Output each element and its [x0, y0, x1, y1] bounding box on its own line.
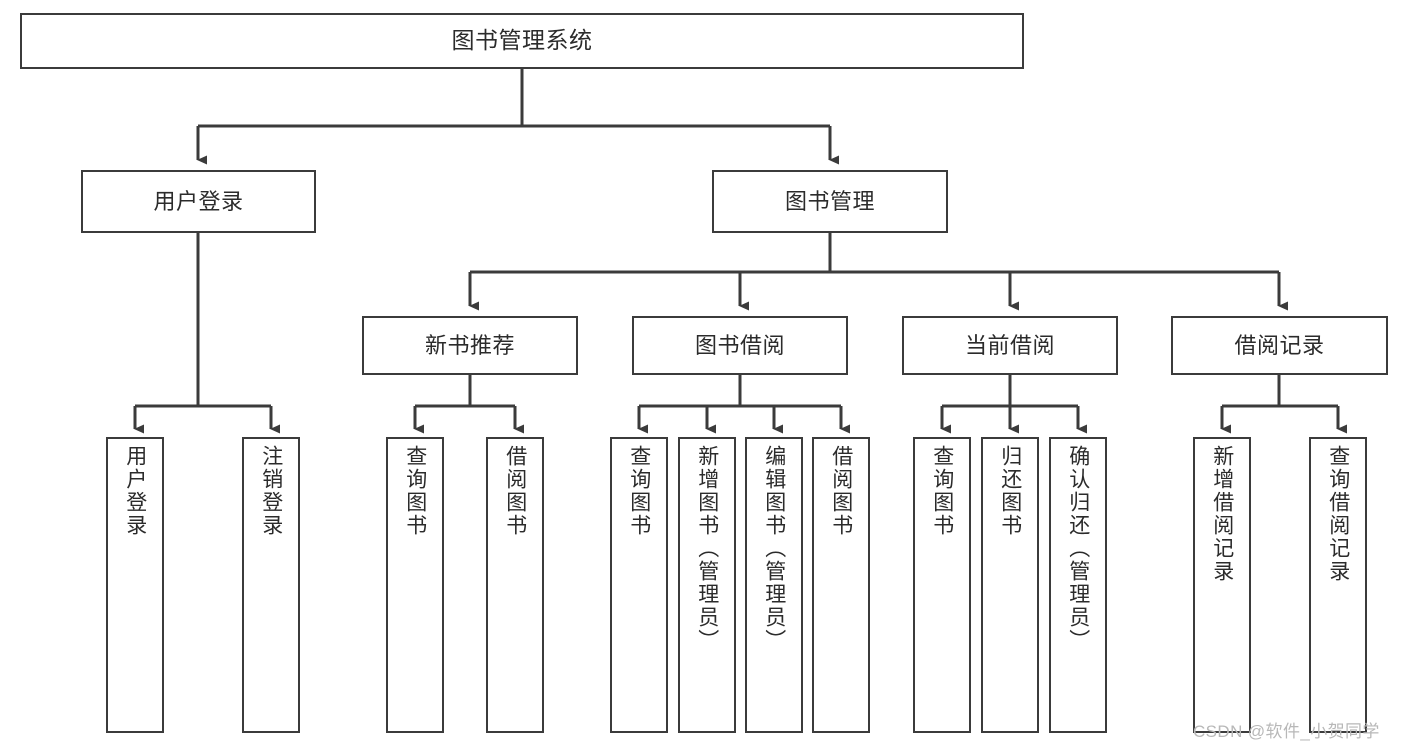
leaf-query-book-current[interactable]: 查询图书	[913, 437, 971, 733]
node-book-borrow[interactable]: 图书借阅	[632, 316, 848, 375]
leaf-borrow-book-newbook[interactable]: 借阅图书	[486, 437, 544, 733]
node-label: 新书推荐	[424, 332, 515, 358]
csdn-watermark: CSDN @软件_小贺同学	[1193, 722, 1380, 741]
node-label: 编辑图书（管理员）	[762, 445, 786, 652]
node-label: 借阅记录	[1234, 332, 1325, 358]
leaf-confirm-return-admin[interactable]: 确认归还（管理员）	[1049, 437, 1107, 733]
leaf-logout-login[interactable]: 注销登录	[242, 437, 300, 733]
node-label: 图书借阅	[694, 332, 785, 358]
node-label: 当前借阅	[964, 332, 1055, 358]
leaf-user-login[interactable]: 用户登录	[106, 437, 164, 733]
node-label: 用户登录	[123, 445, 147, 537]
node-label: 查询借阅记录	[1326, 445, 1350, 583]
node-label: 新增借阅记录	[1210, 445, 1234, 583]
node-label: 图书管理	[784, 188, 875, 214]
leaf-edit-book-admin[interactable]: 编辑图书（管理员）	[745, 437, 803, 733]
leaf-query-borrow-record[interactable]: 查询借阅记录	[1309, 437, 1367, 733]
node-label: 归还图书	[998, 445, 1022, 537]
node-label: 用户登录	[153, 188, 244, 214]
leaf-add-book-admin[interactable]: 新增图书（管理员）	[678, 437, 736, 733]
node-label: 确认归还（管理员）	[1066, 445, 1090, 652]
leaf-query-book-borrow[interactable]: 查询图书	[610, 437, 668, 733]
node-current-borrow[interactable]: 当前借阅	[902, 316, 1118, 375]
node-user-login[interactable]: 用户登录	[81, 170, 316, 233]
node-book-management[interactable]: 图书管理	[712, 170, 948, 233]
node-label: 图书管理系统	[451, 27, 593, 54]
node-label: 借阅图书	[829, 445, 853, 537]
node-label: 查询图书	[930, 445, 954, 537]
node-label: 查询图书	[403, 445, 427, 537]
node-label: 新增图书（管理员）	[695, 445, 719, 652]
leaf-borrow-book-borrow[interactable]: 借阅图书	[812, 437, 870, 733]
node-root-book-management-system[interactable]: 图书管理系统	[20, 13, 1024, 69]
node-label: 借阅图书	[503, 445, 527, 537]
node-borrow-record[interactable]: 借阅记录	[1171, 316, 1388, 375]
node-new-book-recommend[interactable]: 新书推荐	[362, 316, 578, 375]
node-label: 注销登录	[259, 445, 283, 537]
leaf-add-borrow-record[interactable]: 新增借阅记录	[1193, 437, 1251, 733]
node-label: 查询图书	[627, 445, 651, 537]
leaf-return-book[interactable]: 归还图书	[981, 437, 1039, 733]
leaf-query-book-newbook[interactable]: 查询图书	[386, 437, 444, 733]
